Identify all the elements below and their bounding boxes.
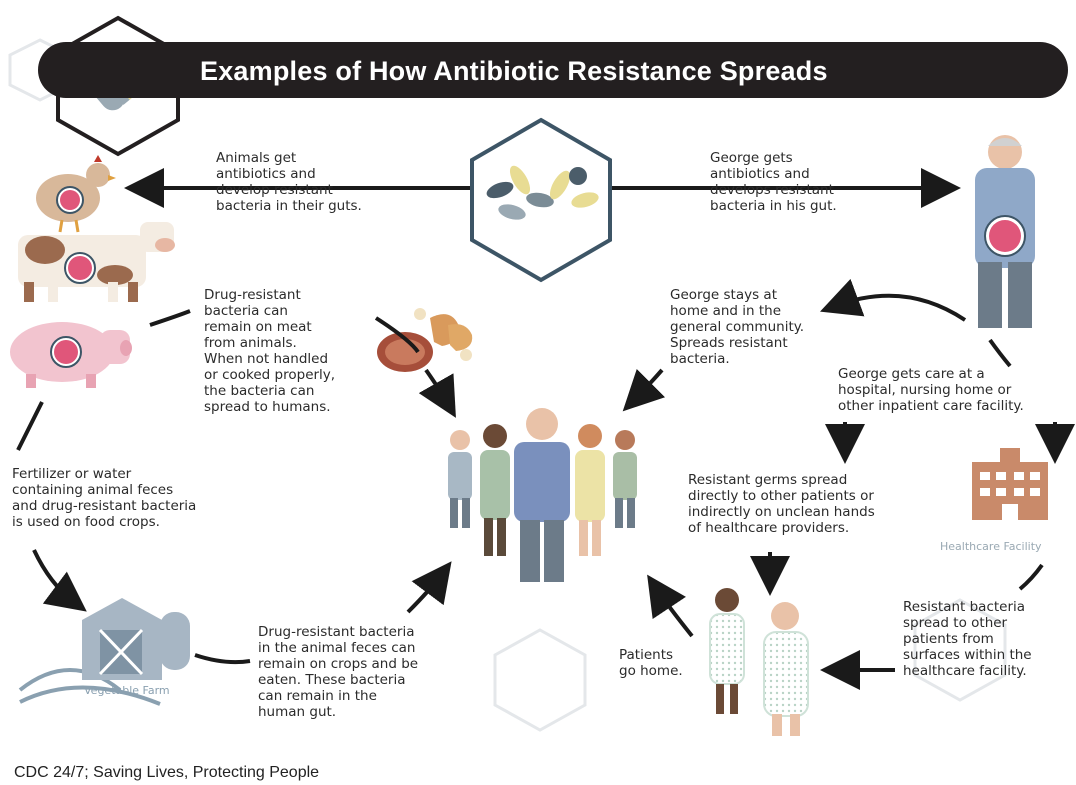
george-gut-icon <box>984 215 1026 257</box>
patients-icon <box>709 588 809 736</box>
footer-credit: CDC 24/7; Saving Lives, Protecting Peopl… <box>14 764 320 781</box>
arrow-meat-down <box>418 368 456 418</box>
arrow-farm-to-crops <box>194 653 251 665</box>
pills-cluster-icon <box>470 117 612 283</box>
chicken-gut-icon <box>56 186 84 214</box>
arrow-george-to-care <box>988 338 1012 368</box>
arrow-facility-to-surfaces <box>1018 563 1044 591</box>
label-animals-get: Animals get antibiotics and develop resi… <box>216 150 362 214</box>
label-crops: Drug-resistant bacteria in the animal fe… <box>258 624 419 720</box>
arrow-crops-to-people <box>406 561 452 614</box>
label-george-stays: George stays at home and in the general … <box>670 287 805 367</box>
label-fertilizer: Fertilizer or water containing animal fe… <box>12 466 197 530</box>
vegetable-farm-tag: Vegetable Farm <box>84 684 170 697</box>
label-surfaces: Resistant bacteria spread to other patie… <box>903 599 1032 679</box>
meat-icon <box>377 308 473 372</box>
arrow-george-to-community <box>819 278 967 322</box>
arrow-animals-to-meat <box>149 309 191 327</box>
title-banner <box>38 42 1068 98</box>
label-drug-resistant-meat: Drug-resistant bacteria can remain on me… <box>204 287 336 415</box>
vegetable-farm-icon <box>18 598 190 706</box>
label-germs-spread: Resistant germs spread directly to other… <box>688 472 875 536</box>
people-group-icon <box>448 408 637 582</box>
label-george-care: George gets care at a hospital, nursing … <box>838 366 1024 414</box>
label-george-gets: George gets antibiotics and develops res… <box>710 150 837 214</box>
arrow-patients-home-to-people <box>647 574 694 638</box>
arrow-fertilizer-to-farm <box>32 549 87 612</box>
arrow-meat-to-people <box>374 316 420 354</box>
pig-gut-icon <box>50 336 82 368</box>
label-patients-home: Patients go home. <box>619 647 683 679</box>
healthcare-facility-tag: Healthcare Facility <box>940 540 1042 553</box>
cow-gut-icon <box>64 252 96 284</box>
healthcare-facility-icon <box>972 448 1048 520</box>
page-title: Examples of How Antibiotic Resistance Sp… <box>200 56 828 86</box>
arrow-pig-to-fertilizer <box>16 401 44 451</box>
cow-icon <box>18 222 175 302</box>
arrow-community-to-people <box>622 368 666 412</box>
